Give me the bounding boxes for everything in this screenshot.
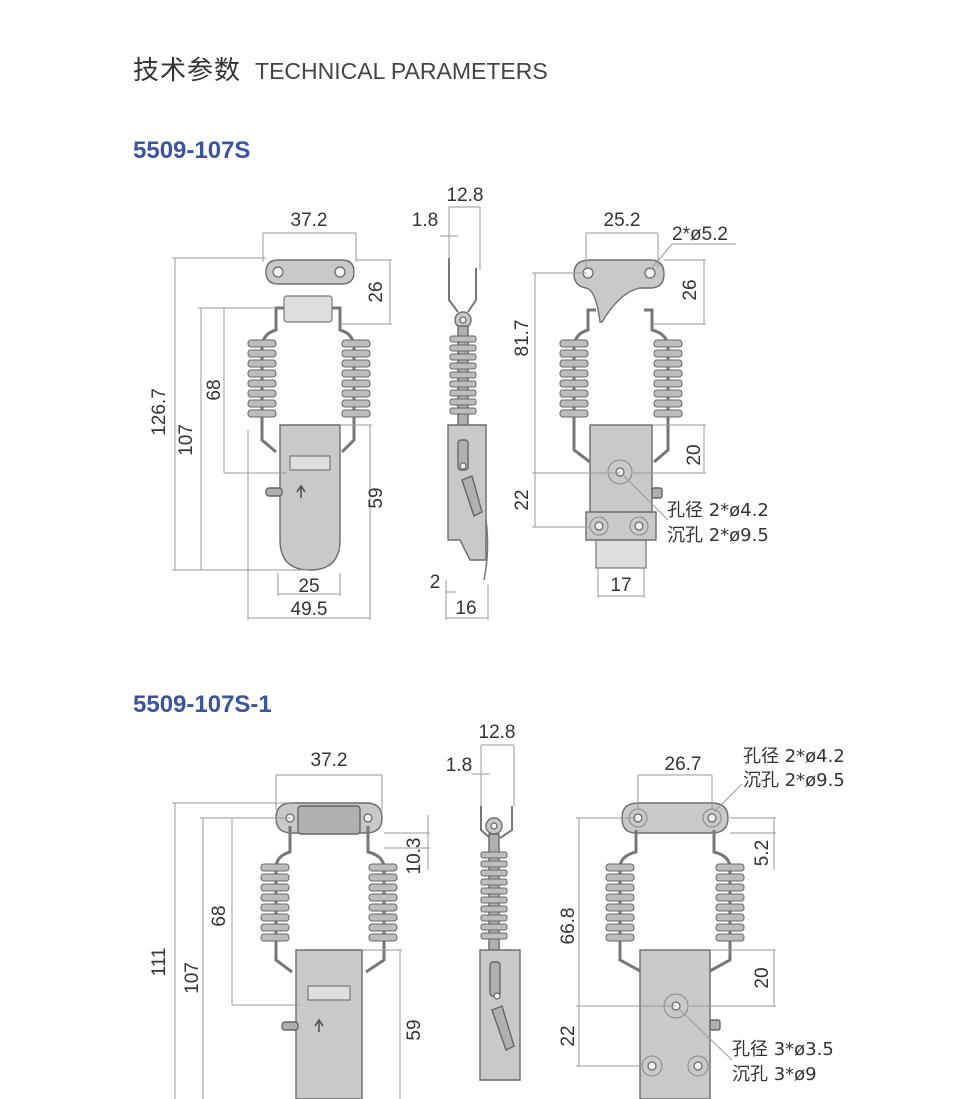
- dimension-label: 10.3: [404, 838, 425, 875]
- front-view-2: [260, 802, 398, 1099]
- model-title: 5509-107S-1: [133, 691, 272, 718]
- back2-right-spring: [715, 863, 745, 942]
- dimension-label: 26.7: [665, 754, 702, 775]
- front-view: [247, 259, 371, 571]
- dimension-label: 66.8: [558, 908, 579, 945]
- dimension-label: 1.8: [412, 210, 438, 231]
- back-right-spring: [653, 339, 683, 418]
- dimension-label: 126.7: [149, 388, 170, 436]
- dimension-label: 22: [512, 489, 533, 510]
- dimension-label: 12.8: [479, 722, 516, 743]
- side-view: [447, 258, 489, 581]
- drawing-5509-107S-1: 37.2 10.3 111 107 68 59: [149, 722, 845, 1099]
- dimension-label: 2: [430, 572, 441, 593]
- dimension-label: 孔径 2*ø4.2: [743, 746, 845, 767]
- dimension-label: 5.2: [752, 840, 773, 866]
- dimension-label: 沉孔 2*ø9.5: [743, 770, 845, 791]
- dimension-label: 沉孔 3*ø9: [732, 1064, 817, 1085]
- dimension-label: 107: [182, 962, 203, 994]
- front-dimensions: 37.2 26 126.7 107 68 59 25 49.5: [149, 210, 392, 620]
- side-view-2: [479, 806, 521, 1081]
- dimension-label: 25.2: [604, 210, 641, 231]
- dimension-label: 107: [176, 424, 197, 456]
- dimension-label: 25: [298, 576, 319, 597]
- dimension-label: 49.5: [291, 599, 328, 620]
- dimension-label: 111: [149, 948, 170, 977]
- dimension-label: 16: [455, 598, 476, 619]
- back2-left-spring: [605, 863, 635, 942]
- dimension-label: 37.2: [291, 210, 328, 231]
- heading-english: TECHNICAL PARAMETERS: [255, 58, 548, 84]
- left-spring: [247, 339, 277, 418]
- side-dimensions: 12.8 1.8 2 16: [412, 185, 489, 620]
- dimension-label: 81.7: [512, 320, 533, 357]
- dimension-label: 68: [209, 905, 230, 926]
- dimension-label: 孔径 3*ø3.5: [732, 1039, 834, 1060]
- back-view: [559, 259, 683, 569]
- dimension-label: 59: [404, 1019, 425, 1040]
- dimension-label: 68: [204, 379, 225, 400]
- front-dimensions-2: 37.2 10.3 111 107 68 59: [149, 750, 430, 1099]
- dimension-label: 26: [366, 281, 387, 302]
- back-view-2: [605, 802, 745, 1099]
- front2-right-spring: [368, 863, 398, 942]
- dimension-label: 26: [680, 279, 701, 300]
- dimension-label: 孔径 2*ø4.2: [667, 500, 769, 521]
- front2-left-spring: [260, 863, 290, 942]
- dimension-label: 17: [610, 575, 631, 596]
- back-dimensions-2: 26.7 孔径 2*ø4.2 沉孔 2*ø9.5 5.2 66.8 20 22 …: [558, 746, 845, 1085]
- drawing-5509-107S: 37.2 26 126.7 107 68 59 25 49.5: [149, 185, 769, 620]
- model-title: 5509-107S: [133, 137, 251, 164]
- dimension-label: 12.8: [447, 185, 484, 206]
- dimension-label: 20: [752, 967, 773, 988]
- dimension-label: 22: [558, 1025, 579, 1046]
- back-dimensions: 25.2 2*ø5.2 26 81.7 20 22 17 孔径 2*ø4.2 沉…: [512, 210, 769, 598]
- back-left-spring: [559, 339, 589, 418]
- dimension-label: 37.2: [311, 750, 348, 771]
- side-dimensions-2: 12.8 1.8: [446, 722, 516, 806]
- dimension-label: 59: [366, 487, 387, 508]
- heading-chinese: 技术参数: [133, 56, 242, 86]
- dimension-label: 2*ø5.2: [672, 224, 728, 245]
- right-spring: [341, 339, 371, 418]
- section-heading: 技术参数 TECHNICAL PARAMETERS: [133, 50, 548, 87]
- dimension-label: 沉孔 2*ø9.5: [667, 525, 769, 546]
- dimension-label: 1.8: [446, 755, 472, 776]
- dimension-label: 20: [684, 444, 705, 465]
